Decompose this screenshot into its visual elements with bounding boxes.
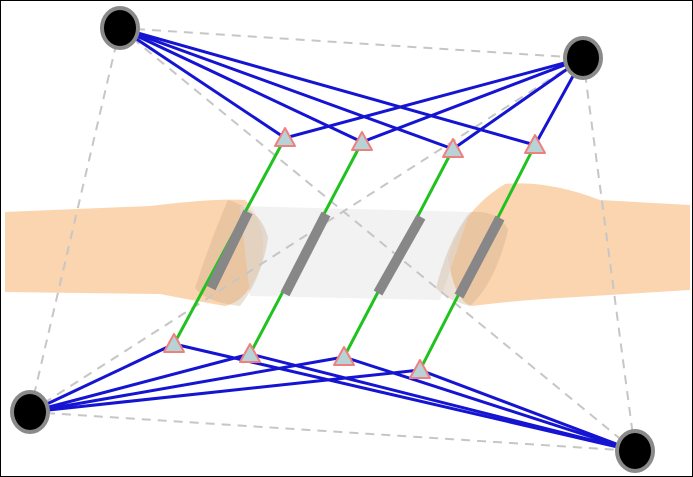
anchor-node-top-right: [563, 36, 603, 80]
dashed-line-left: [29, 27, 121, 413]
dashed-line-bottom: [29, 411, 636, 452]
link-top-left-2: [119, 26, 363, 144]
blue-link-lines: [29, 26, 636, 453]
dashed-guide-lines: [29, 27, 636, 452]
triangle-joint-bottom-1: [163, 333, 185, 353]
link-top-right-1: [284, 56, 584, 140]
anchor-node-bottom-left: [10, 390, 50, 434]
skin-right-side: [448, 183, 690, 306]
dashed-line-top: [119, 27, 584, 59]
link-top-right-3: [452, 56, 584, 151]
closure-strips: [206, 209, 505, 299]
triangle-joint-top-4: [524, 134, 546, 154]
link-top-right-2: [361, 56, 584, 144]
triangle-joint-bottom-3: [333, 346, 355, 366]
dashed-line-right: [582, 57, 636, 452]
link-bottom-left-2: [29, 352, 251, 414]
triangle-joint-top-1: [274, 127, 296, 147]
node-core: [567, 40, 599, 76]
triangle-joint-top-2: [351, 131, 373, 151]
triangle-joints: [163, 127, 546, 379]
anchor-node-top-left: [100, 6, 140, 50]
link-bottom-right-4: [419, 368, 636, 453]
closure-strip-2: [280, 211, 331, 297]
link-bottom-left-4: [29, 368, 421, 414]
link-bottom-left-1: [29, 342, 175, 414]
triangle-joint-bottom-2: [239, 343, 261, 363]
triangle-joint-bottom-4: [409, 359, 431, 379]
node-core: [619, 433, 651, 469]
link-top-left-4: [119, 26, 536, 147]
node-core: [104, 10, 136, 46]
closure-strip-1: [206, 209, 253, 291]
dashed-diagonal-up: [29, 57, 584, 413]
triangle-joint-top-3: [442, 138, 464, 158]
link-bottom-left-3: [29, 355, 345, 414]
node-core: [14, 394, 46, 430]
skin-layer: [5, 183, 690, 306]
anchor-node-bottom-right: [615, 429, 655, 473]
link-top-left-1: [119, 26, 286, 140]
anchor-nodes: [10, 6, 655, 473]
closure-strip-3: [373, 214, 426, 296]
skin-left-side: [5, 199, 264, 306]
closure-strip-4: [454, 215, 505, 299]
link-bottom-right-3: [343, 355, 636, 453]
link-bottom-right-2: [249, 352, 636, 453]
